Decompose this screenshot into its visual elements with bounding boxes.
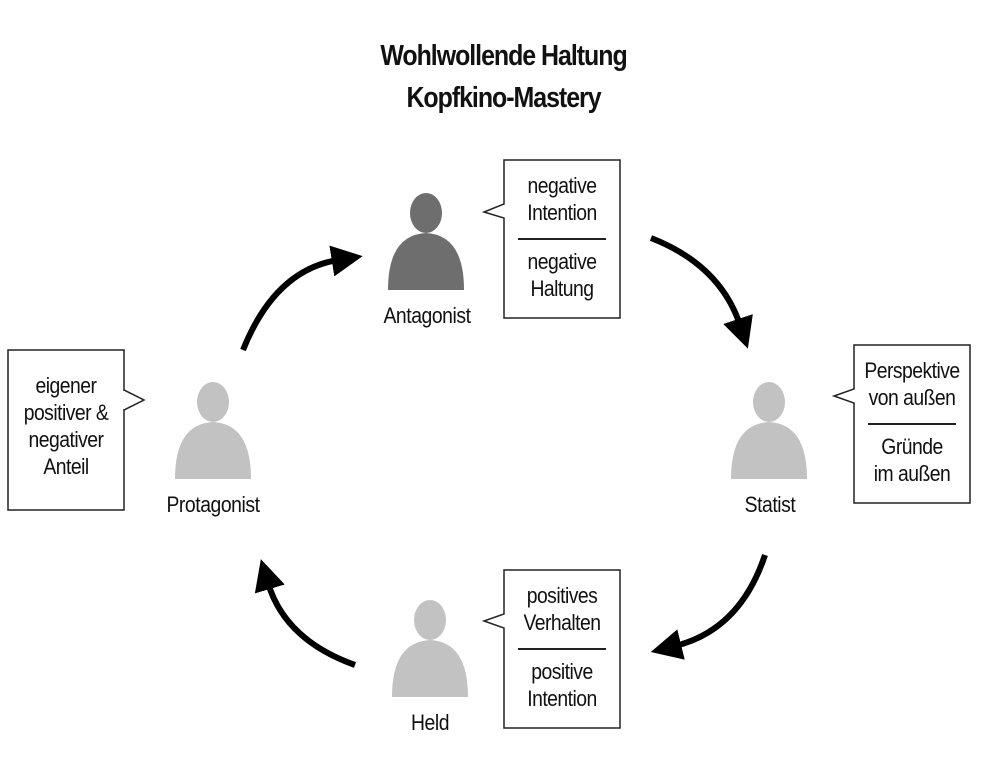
protagonist-bubble-notch-cover — [122, 391, 125, 409]
bubble-line: im außen — [873, 461, 951, 486]
antagonist-bubble-bottom: negative Haltung — [511, 248, 613, 302]
held-bubble-top: positives Verhalten — [511, 582, 613, 636]
arrow-protagonist-to-antagonist — [240, 245, 363, 352]
diagram-title-line-2: Kopfkino-Mastery — [406, 82, 601, 114]
bubble-line: negative — [527, 249, 598, 274]
held-person-icon — [392, 600, 468, 697]
held-label: Held — [410, 710, 450, 735]
protagonist-speech-bubble — [7, 349, 146, 511]
bubble-line: Perspektive — [864, 358, 960, 383]
antagonist-label: Antagonist — [383, 303, 471, 328]
arrow-antagonist-to-statist — [649, 235, 753, 349]
antagonist-bubble-top: negative Intention — [511, 172, 613, 226]
protagonist-bubble-text: eigener positiver & negativer Anteil — [15, 372, 117, 480]
bubble-line: Intention — [527, 200, 597, 225]
statist-bubble-top: Perspektive von außen — [861, 357, 963, 411]
diagram-title-line-1: Wohlwollende Haltung — [380, 40, 627, 72]
held-bubble-bottom: positive Intention — [511, 658, 613, 712]
held-bubble-divider — [518, 648, 606, 650]
antagonist-person-icon — [388, 193, 464, 290]
bubble-line: positiver & — [23, 400, 109, 425]
bubble-line: positive — [531, 659, 593, 684]
bubble-line: Intention — [527, 686, 597, 711]
statist-label: Statist — [744, 492, 796, 517]
bubble-line: Anteil — [43, 454, 89, 479]
statist-bubble-divider — [868, 423, 956, 425]
statist-person-icon — [731, 382, 807, 479]
bubble-line: Verhalten — [523, 610, 601, 635]
bubble-line: Gründe — [881, 434, 943, 459]
bubble-line: positives — [526, 583, 598, 608]
arrow-statist-to-held — [650, 554, 768, 660]
arrow-held-to-protagonist — [254, 559, 357, 668]
bubble-line: eigener — [35, 373, 97, 398]
protagonist-person-icon — [175, 382, 251, 479]
protagonist-label: Protagonist — [166, 492, 260, 517]
antagonist-bubble-divider — [518, 238, 606, 240]
bubble-line: negativer — [28, 427, 104, 452]
bubble-line: von außen — [868, 385, 956, 410]
bubble-line: negative — [527, 173, 598, 198]
statist-bubble-bottom: Gründe im außen — [861, 433, 963, 487]
bubble-line: Haltung — [530, 276, 594, 301]
